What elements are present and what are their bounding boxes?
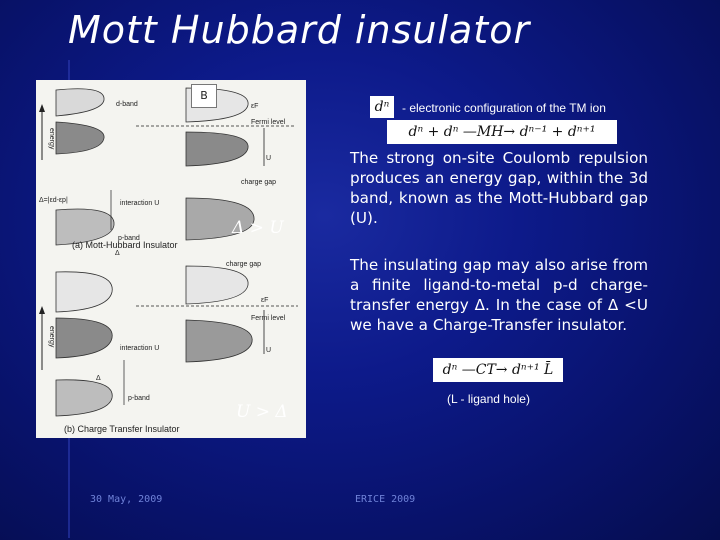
mh-reaction-box: dⁿ + dⁿ —MH→ dⁿ⁻¹ + dⁿ⁺¹: [387, 120, 617, 144]
d-band-label: d-band: [116, 101, 138, 108]
ct-reaction-box: dⁿ —CT→ dⁿ⁺¹ L̄: [433, 358, 563, 382]
band-diagram-figure: energy Δ=|εd-εp| d-band p-band interacti…: [36, 80, 306, 438]
ct-lower-band-left-shape: [55, 317, 113, 359]
ct-p-band-left-shape: [55, 379, 113, 417]
energy-axis-label-b: energy: [48, 326, 55, 348]
mott-hubbard-paragraph: The strong on-site Coulomb repulsion pro…: [350, 149, 648, 227]
epsilon-f-label: εF: [251, 103, 258, 110]
ligand-hole-note: (L - ligand hole): [447, 392, 530, 406]
b-label-box: B: [191, 84, 217, 108]
slide-title: Mott Hubbard insulator: [68, 8, 531, 52]
arrow-up-icon: [39, 104, 45, 112]
charge-transfer-panel: energy interaction U Δ charge gap εF Fer…: [39, 261, 298, 434]
ct-upper-band-right-shape: [185, 265, 249, 305]
d-band-left-filled-shape: [55, 121, 105, 155]
ct-fermi-level-label: Fermi level: [251, 315, 286, 322]
footer-event: ERICE 2009: [355, 494, 416, 505]
ct-u-label: U: [266, 347, 271, 354]
ct-upper-band-left-shape: [55, 271, 113, 313]
charge-transfer-caption: (b) Charge Transfer Insulator: [64, 424, 180, 434]
fermi-level-label: Fermi level: [251, 119, 286, 126]
charge-gap-label: charge gap: [241, 179, 276, 186]
ct-p-band-label: p-band: [128, 395, 150, 402]
energy-axis-label: energy: [48, 128, 55, 150]
ct-p-band-right-shape: [185, 319, 253, 363]
delta-greater-than-u: Δ > U: [232, 218, 284, 238]
band-diagrams: energy Δ=|εd-εp| d-band p-band interacti…: [39, 87, 298, 434]
charge-transfer-paragraph: The insulating gap may also arise from a…: [350, 256, 648, 334]
lower-hubbard-band-shape: [185, 131, 249, 167]
delta-label: Δ: [115, 250, 120, 257]
u-label: U: [266, 155, 271, 162]
ct-epsilon-f-label: εF: [261, 297, 268, 304]
ct-delta-label: Δ: [96, 375, 101, 382]
p-band-right-shape: [185, 197, 255, 241]
electronic-config-text: - electronic configuration of the TM ion: [402, 101, 606, 115]
arrow-up-icon: [39, 306, 45, 314]
d-band-left-shape: [55, 88, 105, 117]
mott-hubbard-caption: (a) Mott-Hubbard Insulator: [72, 240, 178, 250]
p-band-label: p-band: [118, 235, 140, 242]
u-greater-than-delta: U > Δ: [236, 402, 288, 422]
delta-equation-label: Δ=|εd-εp|: [39, 197, 68, 204]
footer-date: 30 May, 2009: [90, 494, 163, 505]
dn-symbol-box: dⁿ: [370, 96, 394, 118]
ct-charge-gap-label: charge gap: [226, 261, 261, 268]
interaction-label: interaction U: [120, 200, 159, 207]
ct-interaction-label: interaction U: [120, 345, 159, 352]
p-band-shape: [55, 208, 115, 246]
